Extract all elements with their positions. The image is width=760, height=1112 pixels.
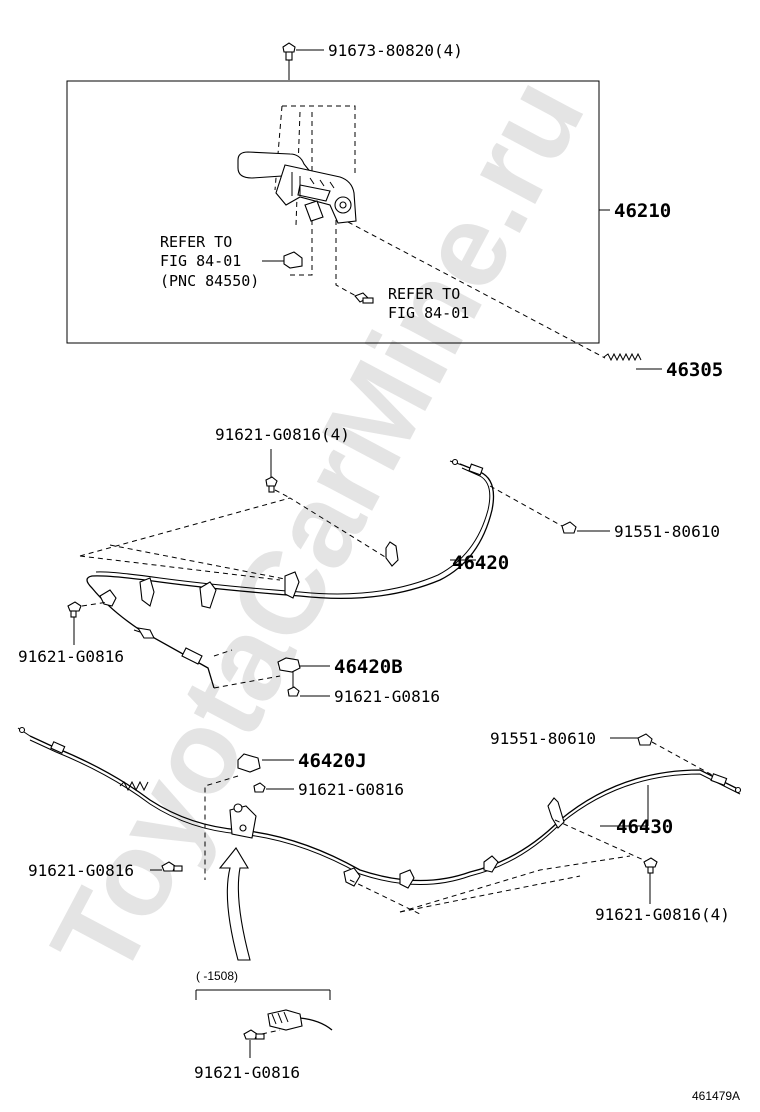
- bracket-46420b-icon[interactable]: [277, 657, 301, 673]
- cable-clamp-4-icon[interactable]: [139, 577, 155, 607]
- callout-91621-g0816-46420j: 91621-G0816: [298, 780, 404, 799]
- bolt-91551-lower-icon[interactable]: [637, 733, 653, 746]
- bolt-91621-lower-right-icon[interactable]: [643, 857, 658, 874]
- refer-right-line1: REFER TO: [388, 285, 460, 303]
- callout-46210: 46210: [614, 200, 671, 222]
- callout-91621-g0816-variant: 91621-G0816: [194, 1063, 300, 1082]
- cable-clamp-6-icon[interactable]: [547, 797, 565, 829]
- cable-clamp-9-icon[interactable]: [343, 867, 361, 887]
- bolt-91621-left-mid-icon[interactable]: [67, 601, 82, 618]
- center-bracket-icon[interactable]: [229, 803, 257, 839]
- cable-clamp-2-icon[interactable]: [284, 571, 300, 599]
- assembly-46210-frame: [66, 80, 600, 344]
- refer-left-line2: FIG 84-01: [160, 252, 241, 270]
- cable-46420-group: [67, 449, 610, 697]
- refer-right-line2: FIG 84-01: [388, 304, 469, 322]
- callout-91621-g0816-46420b: 91621-G0816: [334, 687, 440, 706]
- callout-91551-80610-lower: 91551-80610: [490, 729, 596, 748]
- callout-91621-g0816-4-low: 91621-G0816(4): [595, 905, 730, 924]
- callout-46420j: 46420J: [298, 750, 367, 772]
- lever-assembly-group: [66, 42, 662, 370]
- variant-detail-icon[interactable]: [243, 1009, 333, 1040]
- variant-date-note: ( -1508): [196, 969, 238, 983]
- callout-46420: 46420: [452, 552, 509, 574]
- cable-clamp-1-icon[interactable]: [385, 541, 399, 567]
- switch-clip-icon[interactable]: [283, 251, 303, 269]
- bolt-91621-left-low-icon[interactable]: [161, 861, 183, 872]
- callout-91621-g0816-4-mid: 91621-G0816(4): [215, 425, 350, 444]
- callout-91621-g0816-left-mid: 91621-G0816: [18, 647, 124, 666]
- spring-46305-icon[interactable]: [603, 352, 642, 362]
- figure-reference: 461479A: [692, 1089, 740, 1103]
- callout-46420b: 46420B: [334, 656, 403, 678]
- cable-end-fitting-icon[interactable]: [136, 627, 203, 665]
- callout-91673-80820: 91673-80820(4): [328, 41, 463, 60]
- bolt-91673-icon[interactable]: [282, 42, 296, 61]
- cable-clamp-3-icon[interactable]: [199, 581, 217, 609]
- cable-clamp-8-icon[interactable]: [399, 869, 415, 889]
- callout-46430: 46430: [616, 816, 673, 838]
- callout-46305: 46305: [666, 359, 723, 381]
- cable-clamp-5-icon[interactable]: [99, 589, 117, 607]
- bolt-91551-upper-icon[interactable]: [561, 521, 577, 534]
- refer-left-line1: REFER TO: [160, 233, 232, 251]
- refer-bolt-icon[interactable]: [354, 292, 374, 304]
- cable-clamp-7-icon[interactable]: [483, 855, 499, 873]
- refer-left-line3: (PNC 84550): [160, 272, 259, 290]
- parking-brake-lever-icon[interactable]: [237, 151, 357, 224]
- callout-91621-g0816-left-low: 91621-G0816: [28, 861, 134, 880]
- detail-arrow-icon: [218, 847, 251, 961]
- cable-46430-group: [17, 726, 742, 1058]
- callout-91551-80610-upper: 91551-80610: [614, 522, 720, 541]
- bracket-46420j-icon[interactable]: [237, 753, 261, 773]
- bolt-46420j-icon[interactable]: [253, 782, 266, 793]
